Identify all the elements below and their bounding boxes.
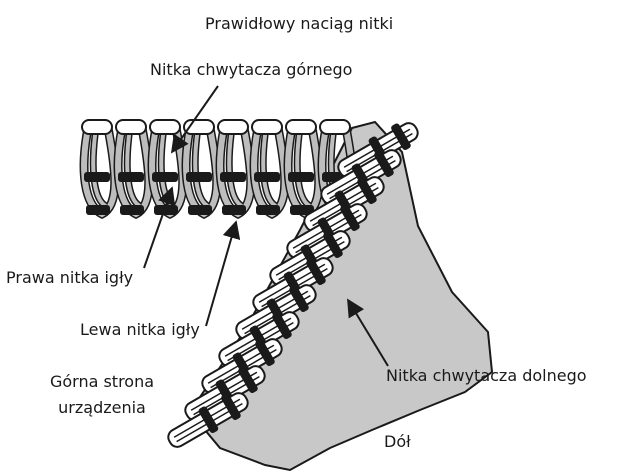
- label-right-needle-thread: Prawa nitka igły: [6, 268, 133, 288]
- label-lower-looper-thread: Nitka chwytacza dolnego: [386, 366, 587, 386]
- upper-looper-segment: [82, 120, 112, 134]
- left-needle-bar: [86, 205, 110, 215]
- left-needle-bar: [222, 205, 246, 215]
- label-bottom: Dół: [384, 432, 411, 452]
- label-upper-looper-thread: Nitka chwytacza górnego: [150, 60, 352, 80]
- upper-looper-segment: [116, 120, 146, 134]
- right-needle-bar: [152, 172, 178, 182]
- label-machine-top: Górna strona urządzenia: [42, 372, 162, 418]
- label-machine-top-line1: Górna strona: [42, 372, 162, 392]
- diagram-title: Prawidłowy naciąg nitki: [205, 14, 393, 34]
- upper-looper-segment: [218, 120, 248, 134]
- upper-stitch-chain: [82, 120, 353, 215]
- left-needle-bar: [120, 205, 144, 215]
- left-needle-bar: [256, 205, 280, 215]
- upper-looper-segment: [150, 120, 180, 134]
- upper-looper-segment: [286, 120, 316, 134]
- arrow-left-needle: [206, 222, 236, 326]
- right-needle-bar: [254, 172, 280, 182]
- right-needle-bar: [220, 172, 246, 182]
- right-needle-bar: [84, 172, 110, 182]
- right-needle-bar: [118, 172, 144, 182]
- right-needle-bar: [186, 172, 212, 182]
- label-left-needle-thread: Lewa nitka igły: [80, 320, 200, 340]
- label-machine-top-line2: urządzenia: [42, 398, 162, 418]
- right-needle-bar: [288, 172, 314, 182]
- upper-looper-segment: [320, 120, 350, 134]
- left-needle-bar: [188, 205, 212, 215]
- upper-looper-segment: [252, 120, 282, 134]
